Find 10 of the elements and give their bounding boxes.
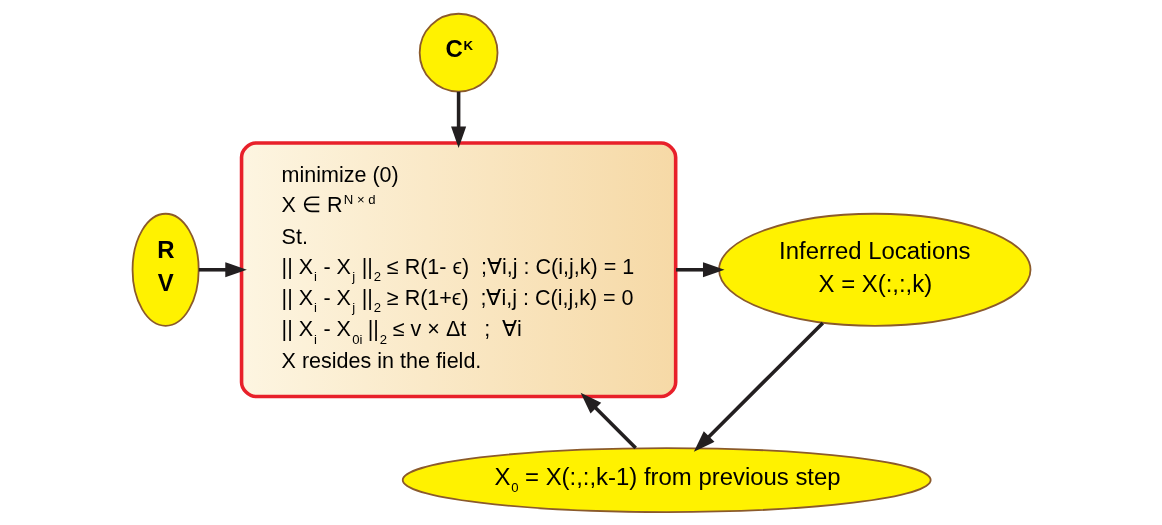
arrow [675,261,725,277]
arrow [198,261,247,277]
node-ellipse: X$_{0}$ = X(:,:,k-1) from previous step [401,446,932,513]
node-ellipse: Inferred Locations X = X(:,:,k) [717,212,1031,327]
arrow [450,91,466,148]
arrow [693,321,824,452]
node-circle: C$^{K}$ [418,12,498,92]
node-ellipse: R V [131,212,200,327]
node-box: minimize (0) X ∈ R$^{N × d}$ St. || X$_{i}$ - X$_{j}$ ||$_{2}$ ≤ R(1- ϵ) ;∀i,j : C(i,j,k) = 1 || X$_{i}$ - X$_{j}$ ||$_{2}$ ≥ R(1+ϵ) ;∀i,j : C(i,j,k) = 0 || X$_{i}$ - X$_{0i}$ ||$_{2}$ ≤ v × Δt ; ∀i X resides in the field. [239,140,677,398]
arrow [580,392,637,449]
